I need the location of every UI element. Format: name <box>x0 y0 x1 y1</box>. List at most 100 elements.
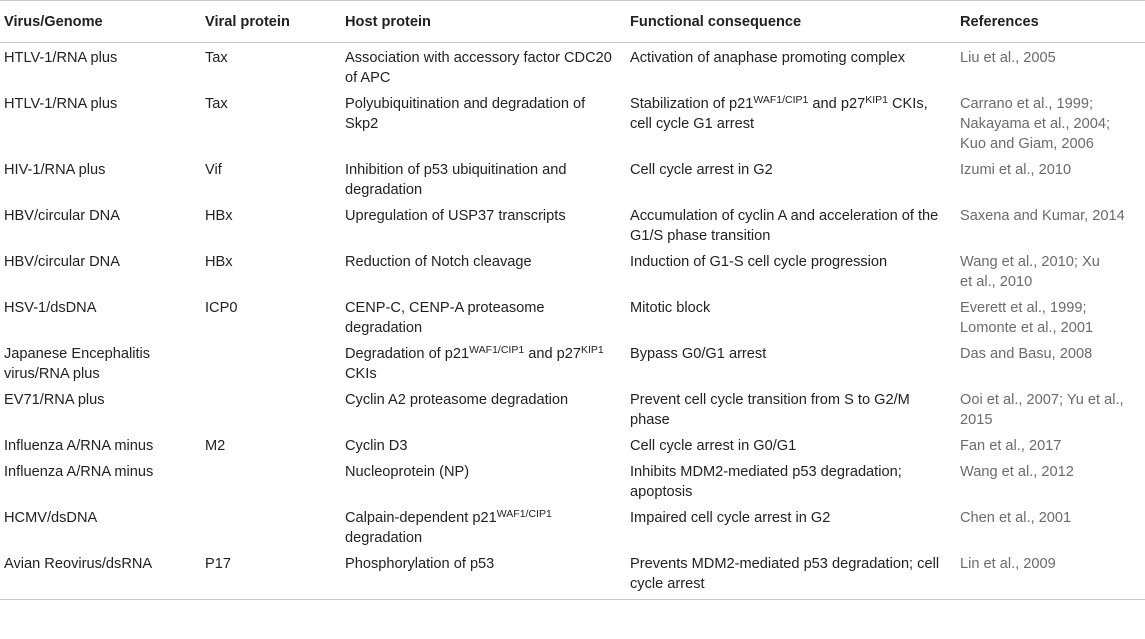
reference-line: Kuo and Giam, 2006 <box>960 136 1094 152</box>
cell-functional-consequence: Cell cycle arrest in G2 <box>626 157 956 203</box>
cell-text: Cyclin D3 <box>345 438 408 454</box>
cell-functional-consequence: Prevents MDM2-mediated p53 degradation; … <box>626 551 956 600</box>
table-row: HIV-1/RNA plus Vif Inhibition of p53 ubiqu… <box>0 157 1145 203</box>
cell-text: CKIs <box>345 366 377 382</box>
cell-host-protein: Nucleoprotein (NP) <box>341 459 626 505</box>
cell-text: Mitotic block <box>630 300 711 316</box>
cell-text: Nucleoprotein (NP) <box>345 464 470 480</box>
table-row: EV71/RNA plus Cyclin A2 proteasome degrad… <box>0 387 1145 433</box>
cell-references: Saxena and Kumar, 2014 <box>956 203 1145 249</box>
cell-host-protein: Association with accessory factor CDC20 … <box>341 43 626 92</box>
cell-virus-genome: HTLV-1/RNA plus <box>4 50 118 66</box>
cell-host-protein: Upregulation of USP37 transcripts <box>341 203 626 249</box>
cell-viral-protein: HBx <box>205 208 233 224</box>
cell-functional-consequence: Accumulation of cyclin A and acceleratio… <box>626 203 956 249</box>
cell-viral-protein <box>201 505 341 551</box>
reference-line: et al., 2010 <box>960 274 1033 290</box>
cell-host-protein: CENP-C, CENP-A proteasome degradation <box>341 295 626 341</box>
cell-text: Upregulation of USP37 transcripts <box>345 208 566 224</box>
cell-viral-protein: Vif <box>205 162 222 178</box>
cell-references: Ooi et al., 2007; Yu et al., 2015 <box>956 387 1145 433</box>
cell-host-protein: Calpain-dependent p21WAF1/CIP1 degradati… <box>341 505 626 551</box>
reference-line: Chen et al., 2001 <box>960 510 1072 526</box>
cell-viral-protein: M2 <box>205 438 226 454</box>
header-functional-consequence: Functional consequence <box>630 14 802 30</box>
cell-virus-genome: HSV-1/dsDNA <box>4 300 97 316</box>
cell-host-protein: Cyclin A2 proteasome degradation <box>341 387 626 433</box>
cell-host-protein: Reduction of Notch cleavage <box>341 249 626 295</box>
cell-functional-consequence: Inhibits MDM2-mediated p53 degradation; … <box>626 459 956 505</box>
cell-text: Reduction of Notch cleavage <box>345 254 532 270</box>
reference-line: Nakayama et al., 2004; <box>960 116 1111 132</box>
cell-references: Das and Basu, 2008 <box>956 341 1145 387</box>
cell-references: Everett et al., 1999; Lomonte et al., 200… <box>956 295 1145 341</box>
cell-text: Cell cycle arrest in G2 <box>630 162 773 178</box>
table-row: Influenza A/RNA minus Nucleoprotein (NP) I… <box>0 459 1145 505</box>
cell-functional-consequence: Mitotic block <box>626 295 956 341</box>
table-header: Virus/Genome Viral protein Host protein … <box>0 0 1145 43</box>
cell-viral-protein: Tax <box>205 50 228 66</box>
cell-viral-protein: ICP0 <box>205 300 238 316</box>
cell-text: CKIs, cell cycle G1 arrest <box>630 96 928 132</box>
table-row: HTLV-1/RNA plus Tax Association with acces… <box>0 43 1145 92</box>
cell-text: Accumulation of cyclin A and acceleratio… <box>630 208 939 244</box>
superscript-text: WAF1/CIP1 <box>496 508 552 520</box>
cell-virus-genome: Influenza A/RNA minus <box>4 438 154 454</box>
cell-virus-genome: Avian Reovirus/dsRNA <box>4 556 153 572</box>
cell-host-protein: Polyubiquitination and degradation of Sk… <box>341 91 626 157</box>
reference-line: Ooi et al., 2007; Yu et al., <box>960 392 1124 408</box>
header-host-protein: Host protein <box>345 14 431 30</box>
cell-host-protein: Phosphorylation of p53 <box>341 551 626 600</box>
cell-text: Calpain-dependent p21 <box>345 510 497 526</box>
cell-text: Inhibits MDM2-mediated p53 degradation; … <box>630 464 902 500</box>
cell-virus-genome: Japanese Encephalitis virus/RNA plus <box>4 346 151 382</box>
superscript-text: WAF1/CIP1 <box>753 94 809 106</box>
cell-text: Cell cycle arrest in G0/G1 <box>630 438 797 454</box>
cell-text: Phosphorylation of p53 <box>345 556 495 572</box>
cell-text: Induction of G1-S cell cycle progression <box>630 254 888 270</box>
cell-virus-genome: HIV-1/RNA plus <box>4 162 106 178</box>
cell-functional-consequence: Prevent cell cycle transition from S to … <box>626 387 956 433</box>
cell-text: Cyclin A2 proteasome degradation <box>345 392 569 408</box>
cell-functional-consequence: Induction of G1-S cell cycle progression <box>626 249 956 295</box>
reference-line: Everett et al., 1999; <box>960 300 1087 316</box>
header-virus-genome: Virus/Genome <box>4 14 103 30</box>
reference-line: Lin et al., 2009 <box>960 556 1056 572</box>
cell-text: Prevent cell cycle transition from S to … <box>630 392 910 428</box>
cell-host-protein: Inhibition of p53 ubiquitination and deg… <box>341 157 626 203</box>
reference-line: Wang et al., 2012 <box>960 464 1074 480</box>
cell-text: Polyubiquitination and degradation of Sk… <box>345 96 586 132</box>
header-viral-protein: Viral protein <box>205 14 290 30</box>
header-references: References <box>960 14 1039 30</box>
cell-host-protein: Cyclin D3 <box>341 433 626 459</box>
cell-viral-protein: P17 <box>205 556 231 572</box>
cell-functional-consequence: Stabilization of p21WAF1/CIP1 and p27KIP… <box>626 91 956 157</box>
cell-text: Association with accessory factor CDC20 … <box>345 50 612 86</box>
superscript-text: KIP1 <box>865 94 888 106</box>
cell-text: Prevents MDM2-mediated p53 degradation; … <box>630 556 940 592</box>
cell-references: Chen et al., 2001 <box>956 505 1145 551</box>
cell-text: Bypass G0/G1 arrest <box>630 346 767 362</box>
reference-line: Fan et al., 2017 <box>960 438 1062 454</box>
cell-virus-genome: EV71/RNA plus <box>4 392 105 408</box>
cell-text: degradation <box>345 530 423 546</box>
cell-references: Liu et al., 2005 <box>956 43 1145 92</box>
cell-functional-consequence: Cell cycle arrest in G0/G1 <box>626 433 956 459</box>
cell-references: Lin et al., 2009 <box>956 551 1145 600</box>
reference-line: Carrano et al., 1999; <box>960 96 1094 112</box>
cell-virus-genome: Influenza A/RNA minus <box>4 464 154 480</box>
table-row: Influenza A/RNA minus M2 Cyclin D3 Cell cyc… <box>0 433 1145 459</box>
cell-viral-protein <box>201 387 341 433</box>
reference-line: Lomonte et al., 2001 <box>960 320 1094 336</box>
reference-line: 2015 <box>960 412 993 428</box>
superscript-text: WAF1/CIP1 <box>469 344 525 356</box>
header-row: Virus/Genome Viral protein Host protein … <box>0 0 1145 43</box>
cell-viral-protein <box>201 459 341 505</box>
cell-functional-consequence: Activation of anaphase promoting complex <box>626 43 956 92</box>
cell-viral-protein <box>201 341 341 387</box>
cell-references: Carrano et al., 1999; Nakayama et al., 20… <box>956 91 1145 157</box>
reference-line: Das and Basu, 2008 <box>960 346 1093 362</box>
cell-virus-genome: HBV/circular DNA <box>4 254 120 270</box>
